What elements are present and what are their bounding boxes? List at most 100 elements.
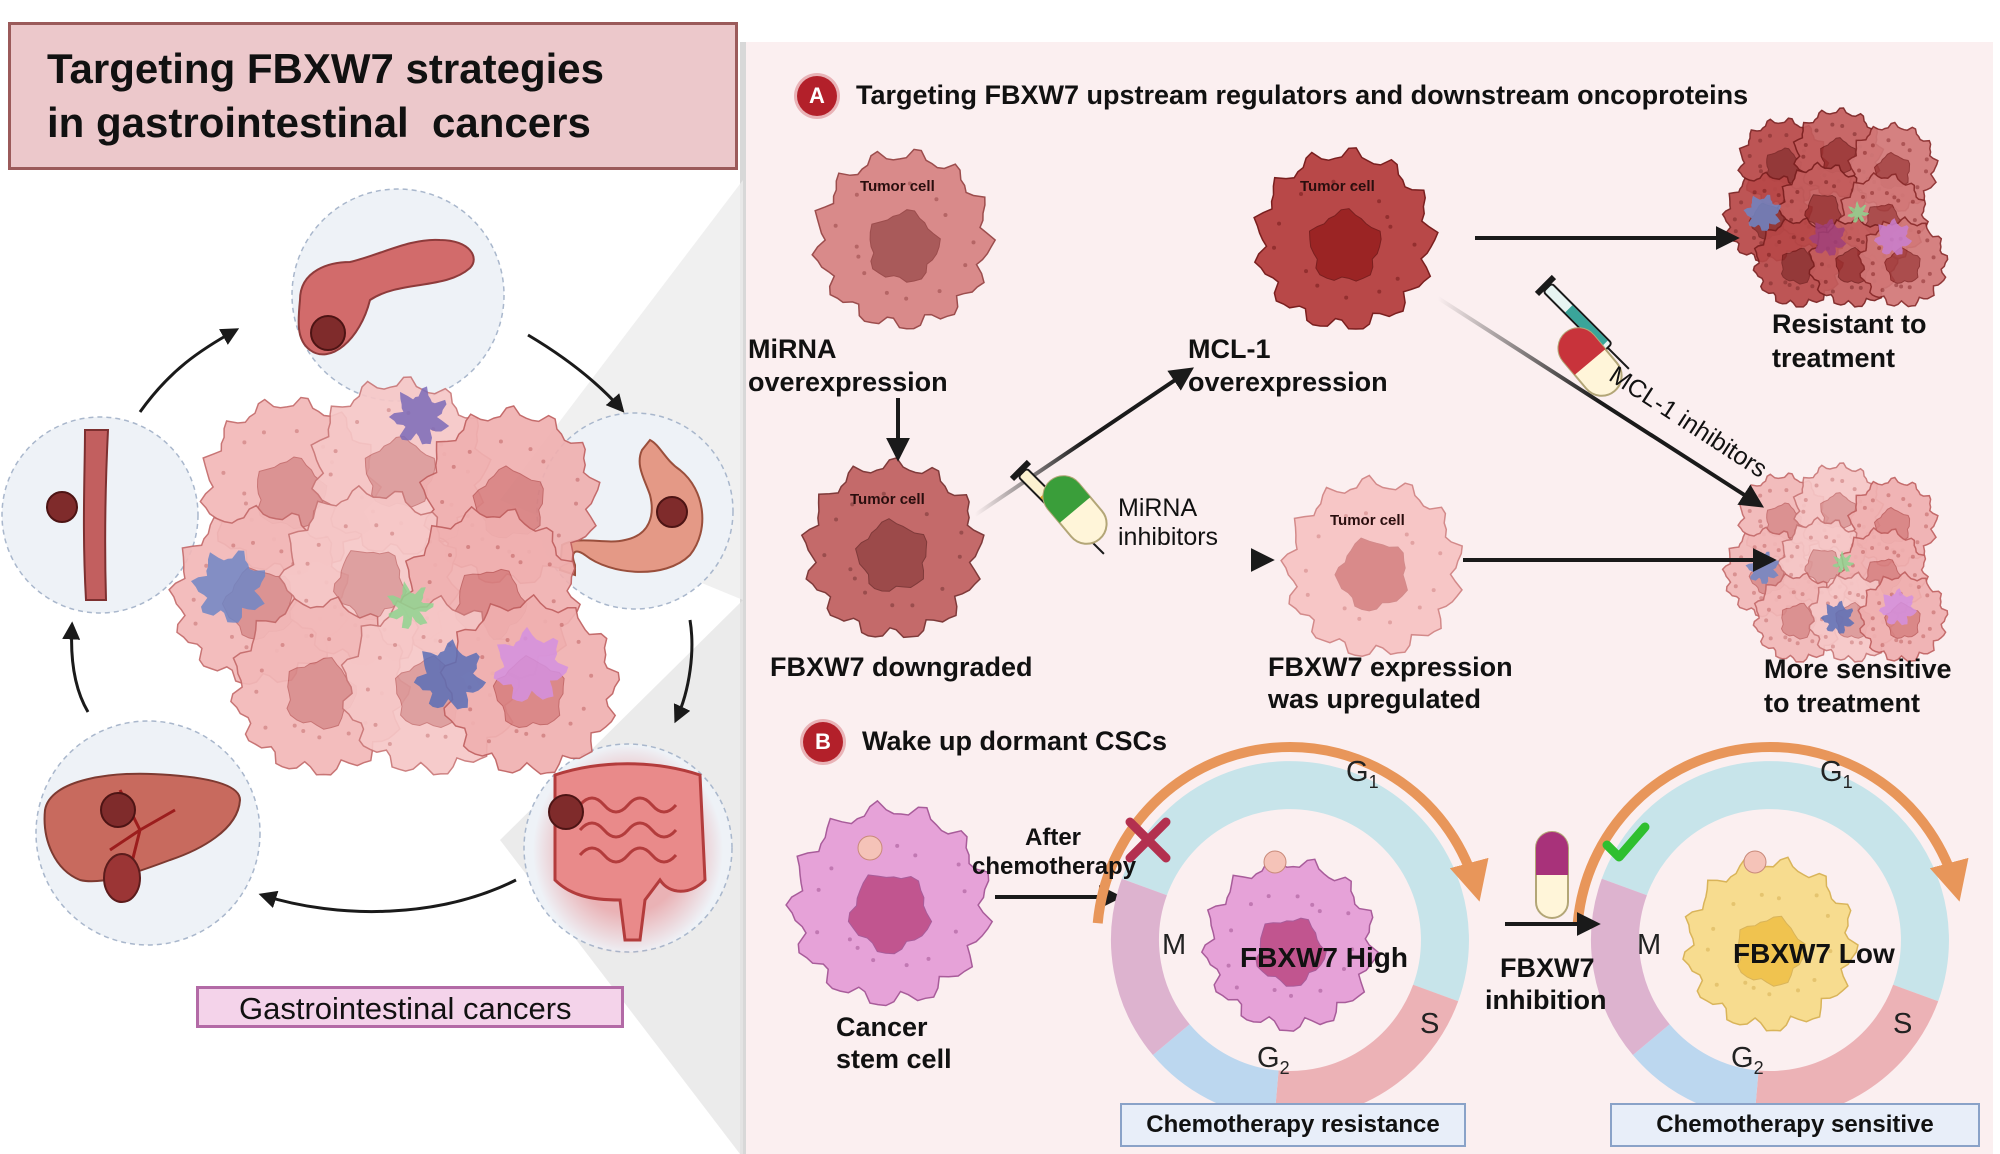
panel-a-title: Targeting FBXW7 upstream regulators and …: [856, 80, 1749, 110]
cell-granule: [1759, 596, 1764, 601]
cell-granule: [468, 707, 473, 712]
cell-granule: [1896, 198, 1901, 203]
cell-granule: [1894, 283, 1899, 288]
vesicle: [1263, 850, 1287, 874]
liver-icon: [43, 772, 242, 903]
cell-granule: [574, 501, 579, 506]
badge-a: A: [797, 76, 837, 116]
cell-granule: [910, 603, 915, 608]
arrow-to-sensitive-diagonal: [1436, 296, 1765, 508]
cell-granule: [1896, 553, 1901, 558]
cell-granule: [1305, 592, 1310, 597]
fbxw7-high-label: FBXW7 High: [1240, 942, 1408, 973]
cell-granule: [480, 655, 485, 660]
cell-label-a4: Tumor cell: [1330, 512, 1405, 529]
cell-granule: [1830, 644, 1835, 649]
chemo-resistance-box: Chemotherapy resistance: [1120, 1103, 1466, 1147]
cell-granule: [1304, 269, 1309, 274]
phase-arc-g1: [1601, 761, 1949, 1002]
cell-nucleus: [1820, 137, 1857, 174]
immune-cell: [493, 626, 569, 702]
badge-b: B: [803, 722, 843, 762]
cell-granule: [1871, 272, 1876, 277]
cell-granule: [1884, 191, 1889, 196]
after-chemo-l1: After: [1025, 824, 1082, 851]
cell-granule: [895, 843, 900, 848]
immune-cell: [1873, 218, 1913, 256]
cell-granule: [1714, 982, 1719, 987]
cell-granule: [551, 599, 556, 604]
cell-granule: [1824, 535, 1829, 540]
cell-granule: [956, 862, 961, 867]
immune-cell: [1878, 588, 1918, 626]
vesicle: [857, 835, 883, 861]
cell-granule: [1808, 180, 1813, 185]
cell-granule: [1871, 627, 1876, 632]
cell-granule: [1840, 124, 1845, 129]
cell-granule: [816, 887, 821, 892]
cell-granule: [1894, 638, 1899, 643]
cell-granule: [1385, 214, 1390, 219]
cell-granule: [1927, 626, 1932, 631]
cell-granule: [907, 181, 912, 186]
cell-granule: [1803, 498, 1808, 503]
cell-granule: [259, 668, 264, 673]
cell-granule: [1410, 540, 1415, 545]
cell-granule: [541, 459, 546, 464]
cell-granule: [959, 530, 964, 535]
organ-intestine-circle: [523, 743, 733, 955]
cell-granule: [1870, 616, 1875, 621]
cell-granule: [924, 512, 929, 517]
cell-granule: [518, 560, 523, 565]
cell-granule: [346, 731, 351, 736]
ring-arrow-1: [138, 328, 240, 413]
cell-granule: [1431, 588, 1436, 593]
cell-granule: [1789, 217, 1794, 222]
cell-granule: [1823, 279, 1828, 284]
cell-granule: [847, 937, 852, 942]
cell-granule: [440, 500, 445, 505]
cell-granule: [1759, 892, 1764, 897]
cell-granule: [1351, 182, 1356, 187]
ring-arrow-2: [527, 333, 625, 413]
cell-granule: [863, 590, 868, 595]
cell-granule: [1870, 190, 1875, 195]
cell-label-a3: Tumor cell: [850, 491, 925, 508]
orange-arrow: [1572, 742, 1969, 924]
arrow-to-mcl1: [973, 367, 1194, 517]
cell-granule: [1880, 643, 1885, 648]
cell-granule: [377, 655, 382, 660]
cell-granule: [1303, 568, 1308, 573]
cell-granule: [1860, 195, 1865, 200]
cell-nucleus: [1308, 208, 1382, 282]
cell-granule: [829, 866, 834, 871]
cell-granule: [1800, 237, 1805, 242]
cell-granule: [495, 545, 500, 550]
cell-granule: [1758, 493, 1763, 498]
tumor-cell-upregulated: [1280, 474, 1464, 657]
phase-arc-m: [1111, 878, 1191, 1056]
cell-granule: [1392, 519, 1397, 524]
cell-granule: [316, 542, 321, 547]
fbxw7-inhibition-l2: inhibition: [1485, 985, 1607, 1015]
tumor-cluster-left: [168, 376, 621, 776]
cell-granule: [1752, 190, 1757, 195]
cell-granule: [1787, 282, 1792, 287]
cell-granule: [1795, 286, 1800, 291]
cell-granule: [1731, 901, 1736, 906]
cell-granule: [1860, 240, 1865, 245]
cell: [1682, 856, 1859, 1032]
cell-granule: [1783, 280, 1788, 285]
cell-granule: [427, 580, 432, 585]
mirna-overexpression-l2: overexpression: [748, 367, 948, 397]
cell-granule: [438, 639, 443, 644]
cell-granule: [1857, 168, 1862, 173]
cell-granule: [1870, 143, 1875, 148]
cell-granule: [581, 706, 586, 711]
cell-granule: [1924, 512, 1929, 517]
cell-granule: [1899, 639, 1904, 644]
cell-granule: [261, 430, 266, 435]
vesicle: [1743, 850, 1767, 874]
cell-granule: [576, 639, 581, 644]
